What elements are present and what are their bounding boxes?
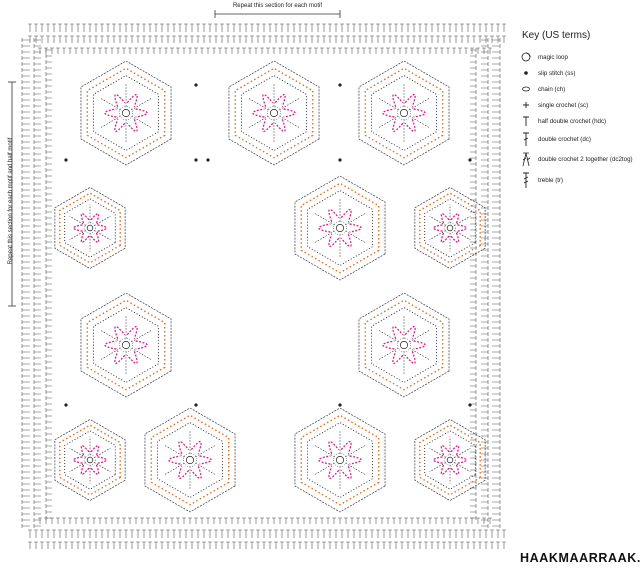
hexagon-motif [54,419,126,501]
slip-stitch-dot [64,403,68,407]
side-repeat-bracket [8,81,16,307]
hexagon-motif [54,187,126,269]
hexagon-motif [294,407,386,513]
key-item-single-crochet: single crochet (sc) [520,97,638,113]
slip-stitch-dot [194,83,198,87]
hexagon-motif [414,187,486,269]
key-item-slip-stitch: slip stitch (ss) [520,65,638,81]
key-label: half double crochet (hdc) [538,117,607,125]
key-label: slip stitch (ss) [538,69,576,77]
side-repeat-label: Repeat this section for each motif and h… [8,137,14,265]
key-item-dc: double crochet (dc) [520,129,638,149]
key-item-treble: treble (tr) [520,169,638,191]
hexagon-motif [294,175,386,281]
hexagon-motif [358,292,450,398]
brand-logo: HAAKMAARRAAK.NL [520,551,640,565]
dc2tog-icon [520,151,532,167]
key-label: single crochet (sc) [538,101,589,109]
top-repeat-bracket [214,10,341,18]
key-label: magic loop [538,53,568,61]
top-repeat-label: Repeat this section for each motif [232,3,323,9]
slip-stitch-dot [338,83,342,87]
dc-icon [520,131,532,147]
hexagon-motif [414,419,486,501]
key-item-hdc: half double crochet (hdc) [520,113,638,129]
slip-stitch-dot [468,403,472,407]
magic-loop-icon [520,52,532,62]
single-crochet-icon [520,100,532,110]
key-title: Key (US terms) [522,30,591,41]
key-label: double crochet (dc) [538,135,591,143]
hexagon-motif [358,60,450,166]
slip-stitch-dot [338,158,342,162]
motif-grid [54,60,486,513]
hexagon-motif [80,60,172,166]
key-item-magic-loop: magic loop [520,49,638,65]
key-label: treble (tr) [538,176,564,184]
key-item-dc2tog: double crochet 2 together (dc2tog) [520,149,638,169]
slip-stitch-dot [194,403,198,407]
key-label: double crochet 2 together (dc2tog) [538,155,633,163]
hexagon-motif [144,407,236,513]
stitch-key: Key (US terms) magic loop slip stitch (s… [520,30,638,191]
hexagon-motif [228,60,320,166]
chain-icon [520,84,532,94]
slip-stitch-dot [338,403,342,407]
key-item-chain: chain (ch) [520,81,638,97]
hexagon-motif [80,292,172,398]
treble-icon [520,171,532,189]
slip-stitch-dot [206,158,210,162]
slip-stitch-icon [520,68,532,78]
slip-stitch-dot [468,158,472,162]
hdc-icon [520,115,532,127]
slip-stitch-dot [194,158,198,162]
border-stitches [21,23,506,549]
slip-stitch-dot [64,158,68,162]
key-label: chain (ch) [538,85,566,93]
